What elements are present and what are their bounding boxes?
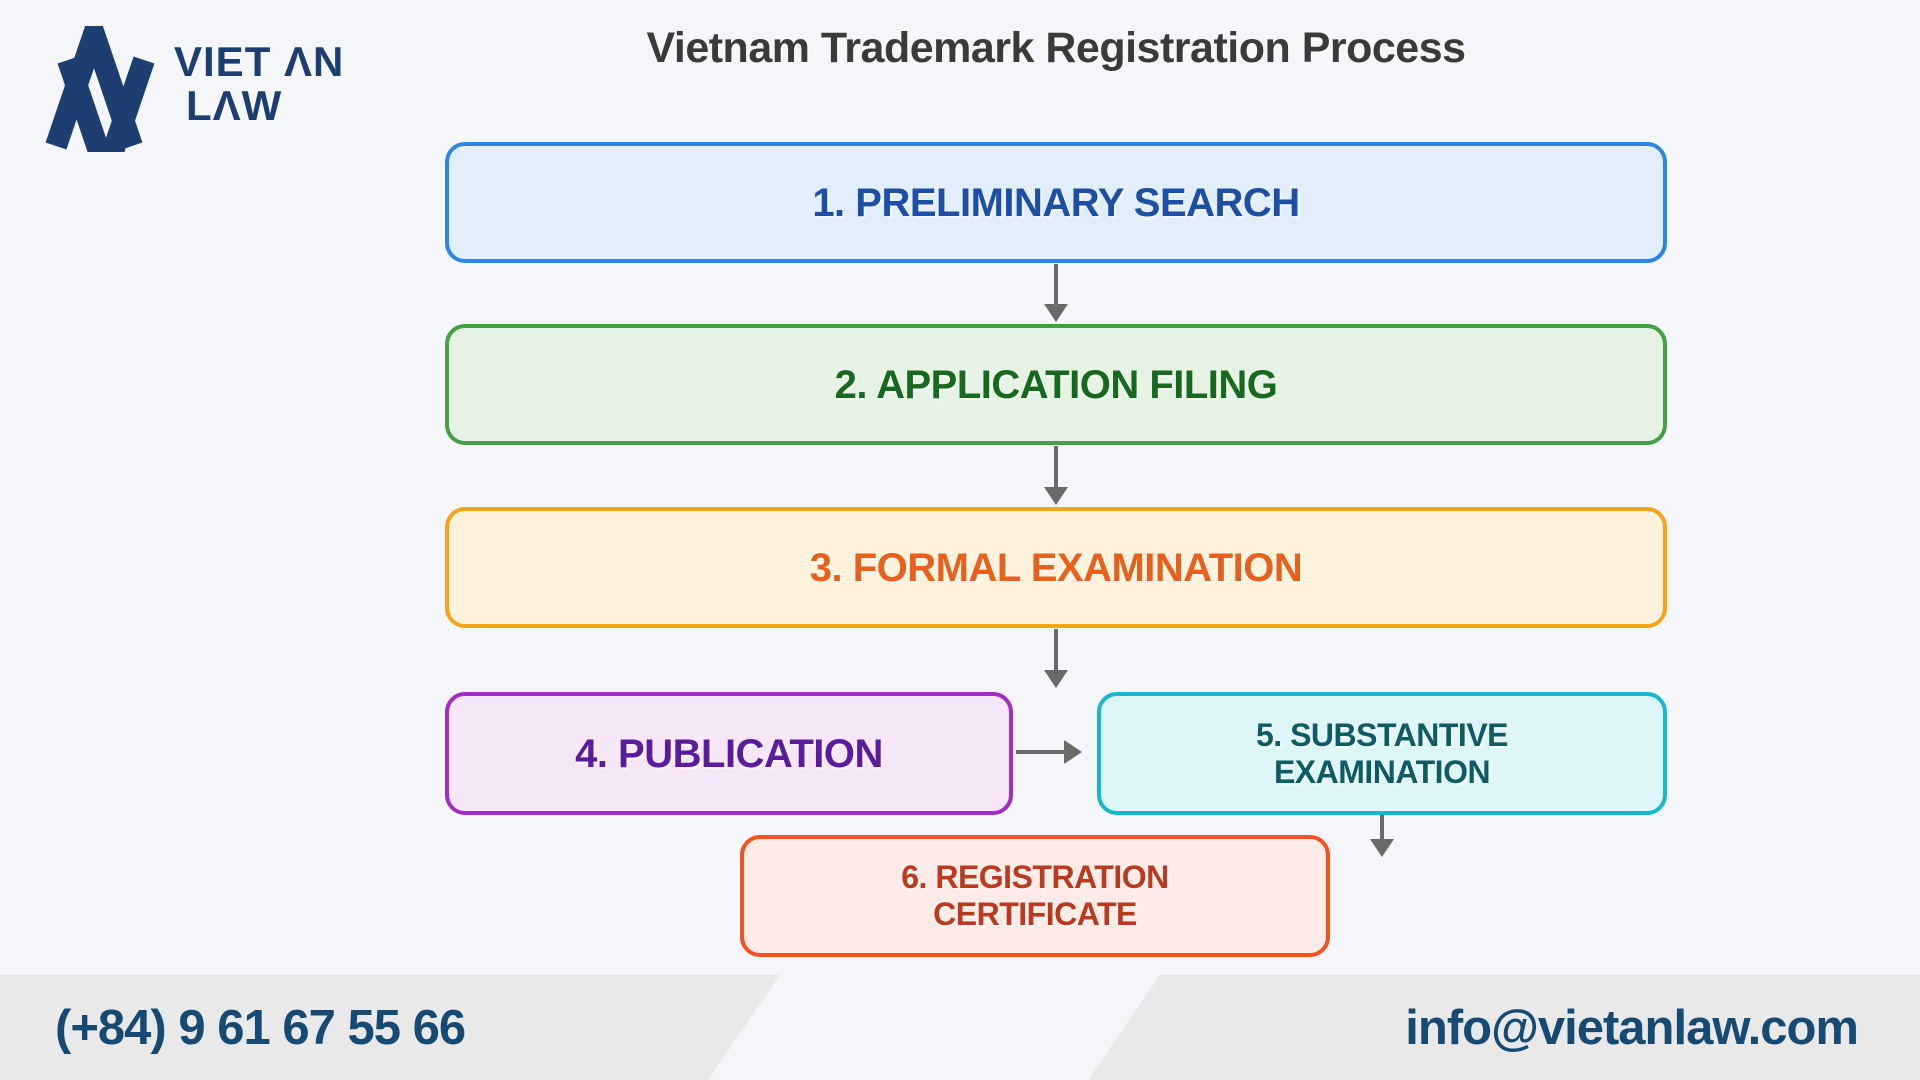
arrow-right-icon	[1016, 740, 1082, 764]
step-label: 5. SUBSTANTIVE EXAMINATION	[1256, 716, 1509, 790]
arrow-head	[1370, 839, 1394, 857]
arrow-head	[1044, 487, 1068, 505]
step-label: 1. PRELIMINARY SEARCH	[812, 180, 1300, 225]
logo: VIET ΛN LΛW	[42, 26, 344, 152]
arrow-down-icon	[1044, 629, 1068, 688]
footer-email: info@vietanlaw.com	[1405, 1000, 1859, 1055]
arrow-shaft	[1054, 629, 1058, 670]
arrow-down-icon	[1370, 815, 1394, 857]
footer: (+84) 9 61 67 55 66 info@vietanlaw.com	[0, 975, 1920, 1080]
logo-text: VIET ΛN LΛW	[174, 40, 344, 128]
arrow-shaft	[1054, 264, 1058, 304]
step-label: 2. APPLICATION FILING	[834, 362, 1278, 407]
arrow-down-icon	[1044, 264, 1068, 322]
footer-band-left	[0, 975, 780, 1080]
step-box-application-filing: 2. APPLICATION FILING	[445, 324, 1667, 445]
viet-an-monogram-icon	[45, 26, 155, 152]
footer-phone: (+84) 9 61 67 55 66	[55, 1000, 466, 1055]
page-title: Vietnam Trademark Registration Process	[646, 24, 1466, 72]
step-label: 3. FORMAL EXAMINATION	[809, 545, 1303, 590]
arrow-head	[1064, 740, 1082, 764]
logo-line2: LΛW	[186, 82, 283, 129]
step-box-preliminary-search: 1. PRELIMINARY SEARCH	[445, 142, 1667, 263]
arrow-shaft	[1054, 446, 1058, 487]
arrow-shaft	[1380, 815, 1384, 839]
arrow-down-icon	[1044, 446, 1068, 505]
step-box-publication: 4. PUBLICATION	[445, 692, 1013, 815]
step-box-formal-examination: 3. FORMAL EXAMINATION	[445, 507, 1667, 628]
step-label: 4. PUBLICATION	[575, 731, 883, 776]
arrow-head	[1044, 670, 1068, 688]
arrow-shaft	[1016, 750, 1064, 754]
step-box-substantive-examination: 5. SUBSTANTIVE EXAMINATION	[1097, 692, 1667, 815]
footer-band-right	[1088, 975, 1920, 1080]
step-box-registration-certificate: 6. REGISTRATION CERTIFICATE	[740, 835, 1330, 957]
arrow-head	[1044, 304, 1068, 322]
step-label: 6. REGISTRATION CERTIFICATE	[901, 859, 1169, 932]
logo-line1: VIET ΛN	[174, 38, 345, 85]
